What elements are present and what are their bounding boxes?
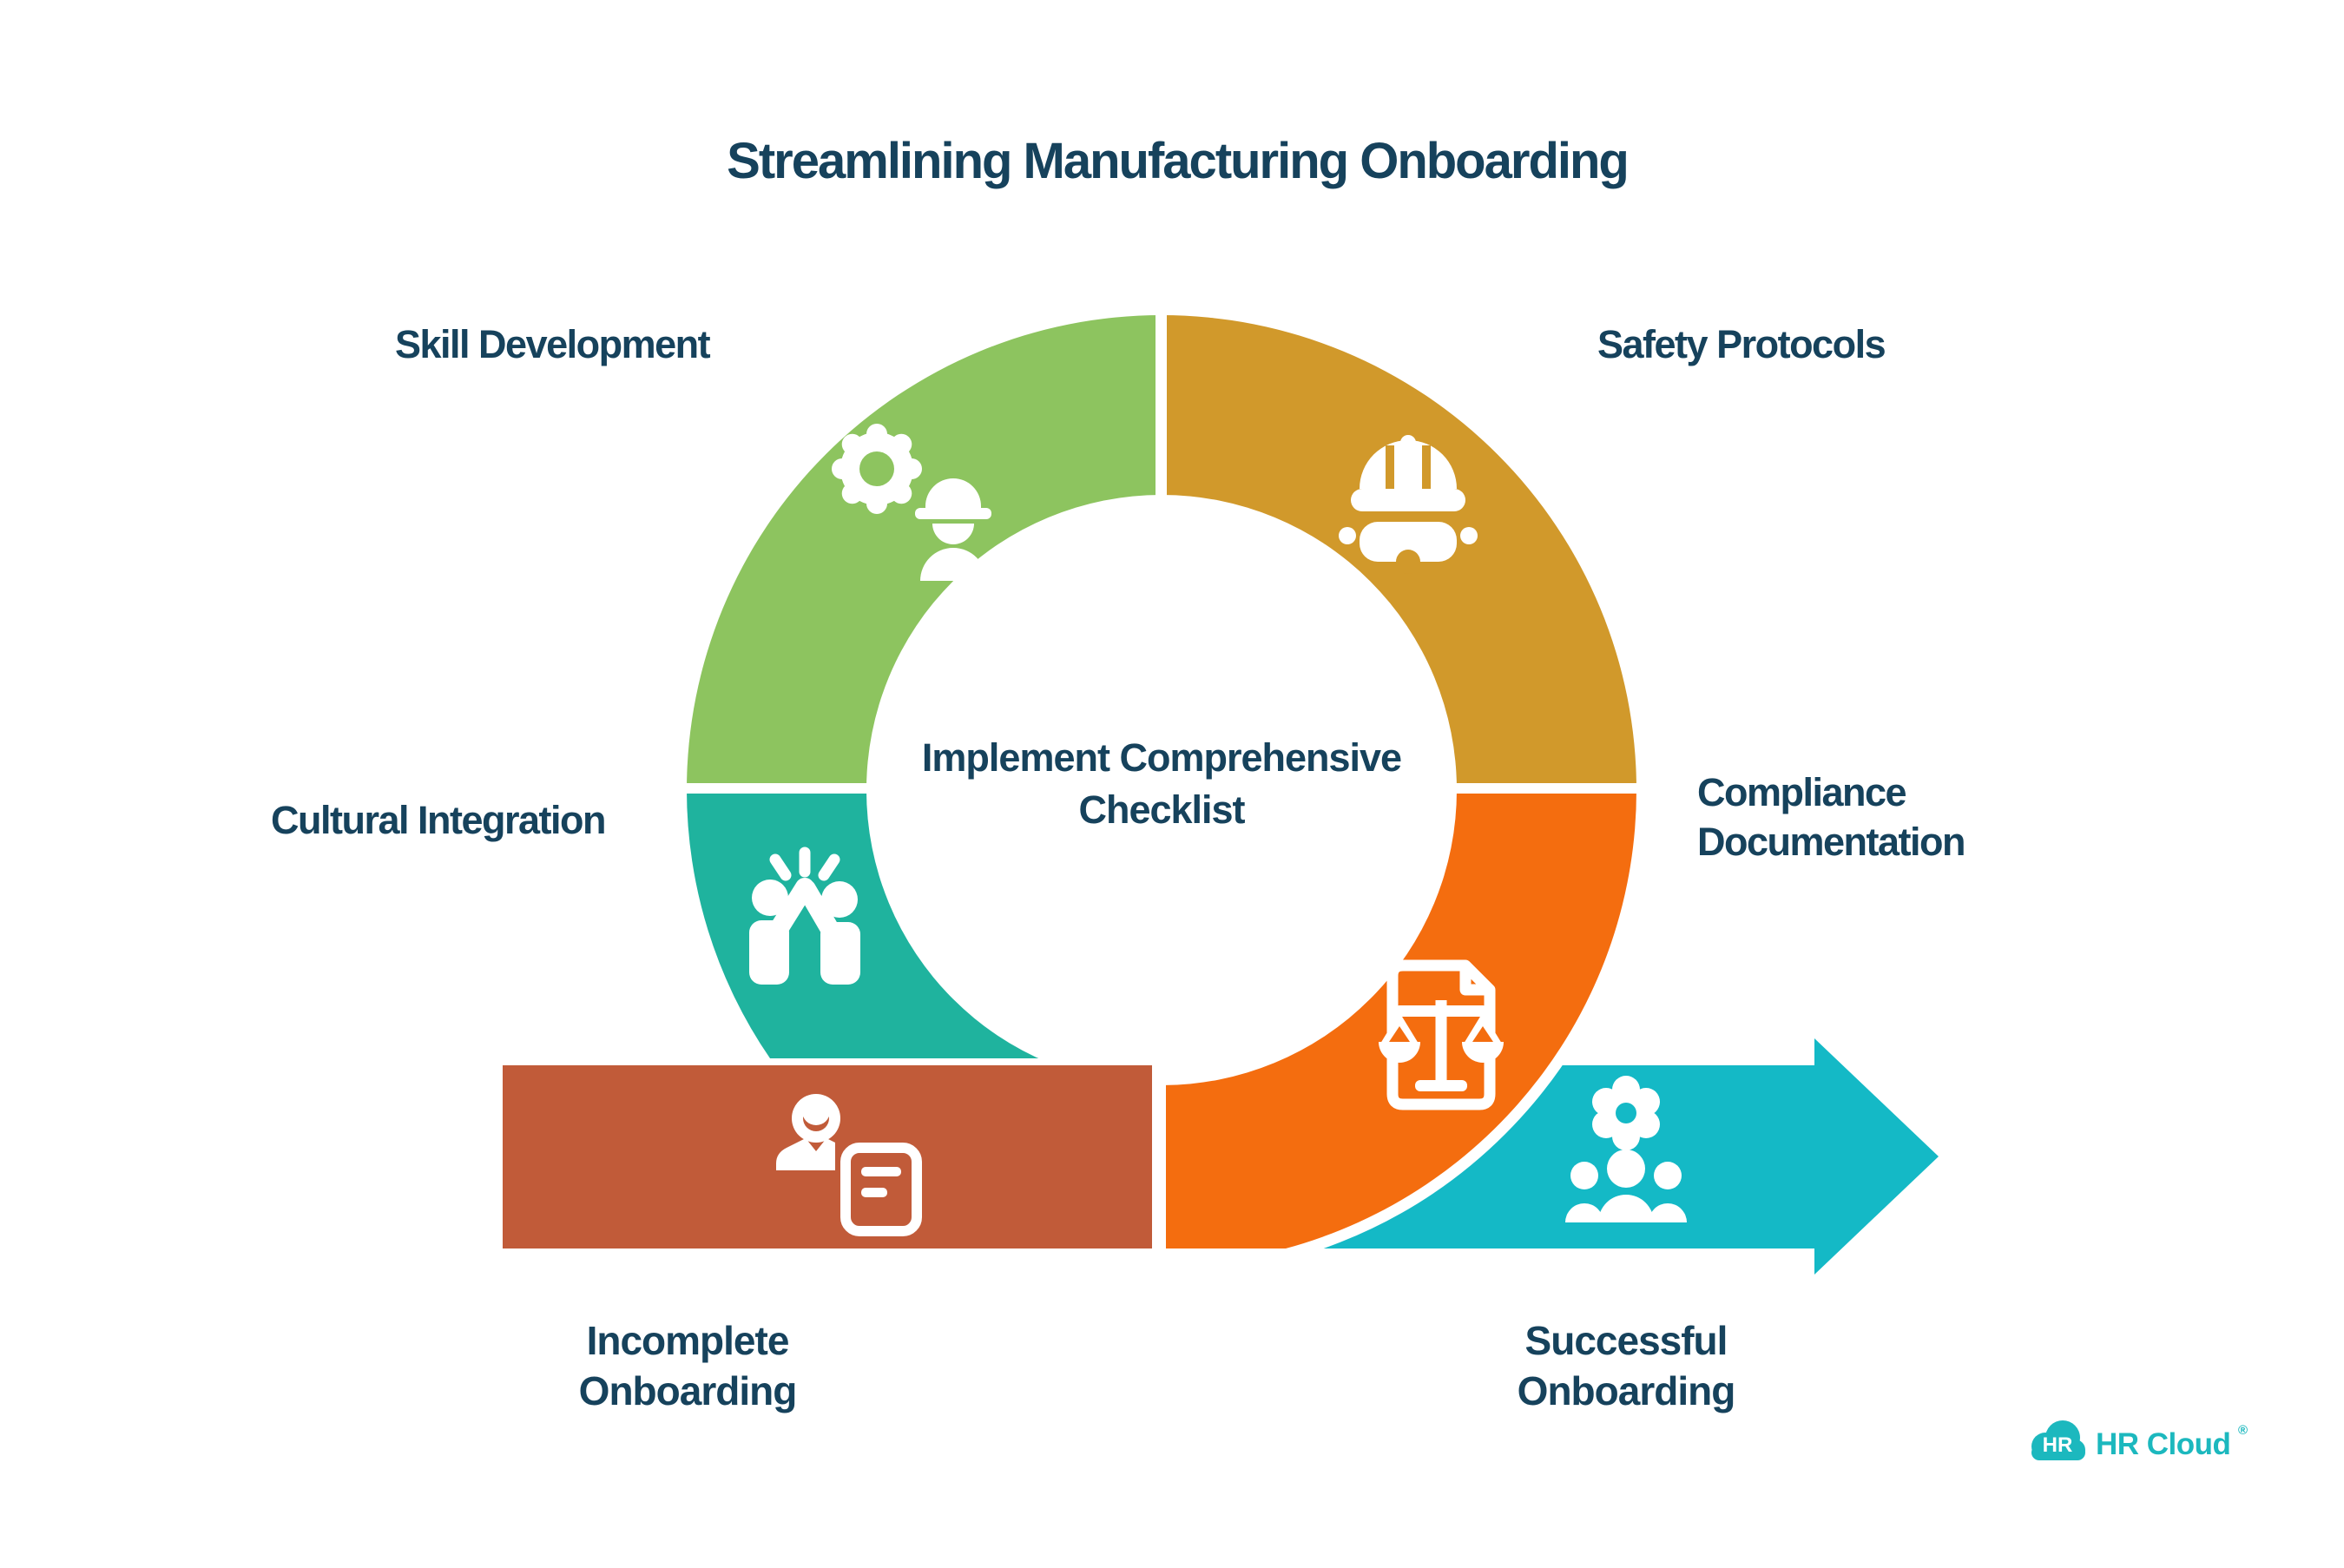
document-scales-icon	[1379, 959, 1504, 1110]
ring-inner-circle	[866, 495, 1457, 1085]
page-title: Streamlining Manufacturing Onboarding	[727, 133, 1628, 189]
hard-hat-goggles-icon	[1339, 435, 1478, 574]
segment-divider-left	[677, 783, 881, 794]
cultural-integration-label: Cultural Integration	[271, 798, 605, 842]
incomplete-onboarding-label: Incomplete Onboarding	[579, 1318, 798, 1413]
segment-divider-bottom	[1152, 1059, 1166, 1255]
high-five-icon	[749, 847, 860, 985]
center-label-line2: Checklist	[1078, 787, 1245, 832]
incomplete-label-line1: Incomplete	[587, 1318, 789, 1363]
segment-divider-top	[1156, 309, 1167, 502]
compliance-documentation-label: Compliance Documentation	[1697, 770, 1966, 864]
center-label-line1: Implement Comprehensive	[922, 735, 1401, 780]
segment-divider-right	[1437, 783, 1649, 794]
skill-development-label: Skill Development	[395, 322, 711, 366]
hr-cloud-logo: HR HR Cloud ®	[2031, 1420, 2248, 1461]
successful-onboarding-label: Successful Onboarding	[1518, 1318, 1736, 1413]
gear-worker-icon	[832, 424, 991, 581]
safety-protocols-label: Safety Protocols	[1597, 322, 1886, 366]
incomplete-label-line2: Onboarding	[579, 1368, 797, 1413]
successful-label-line2: Onboarding	[1518, 1368, 1735, 1413]
compliance-label-line2: Documentation	[1697, 820, 1965, 864]
successful-label-line1: Successful	[1525, 1318, 1728, 1363]
person-document-icon	[776, 1094, 922, 1236]
hr-cloud-badge	[2031, 1420, 2085, 1460]
hr-cloud-wordmark: HR Cloud	[2096, 1427, 2230, 1461]
success-arrow-head	[1814, 1038, 1939, 1275]
hr-cloud-badge-text: HR	[2043, 1433, 2073, 1457]
center-label: Implement Comprehensive Checklist	[922, 735, 1402, 832]
compliance-label-line1: Compliance	[1697, 770, 1906, 814]
people-gear-icon	[1565, 1076, 1687, 1222]
registered-mark: ®	[2238, 1423, 2248, 1438]
